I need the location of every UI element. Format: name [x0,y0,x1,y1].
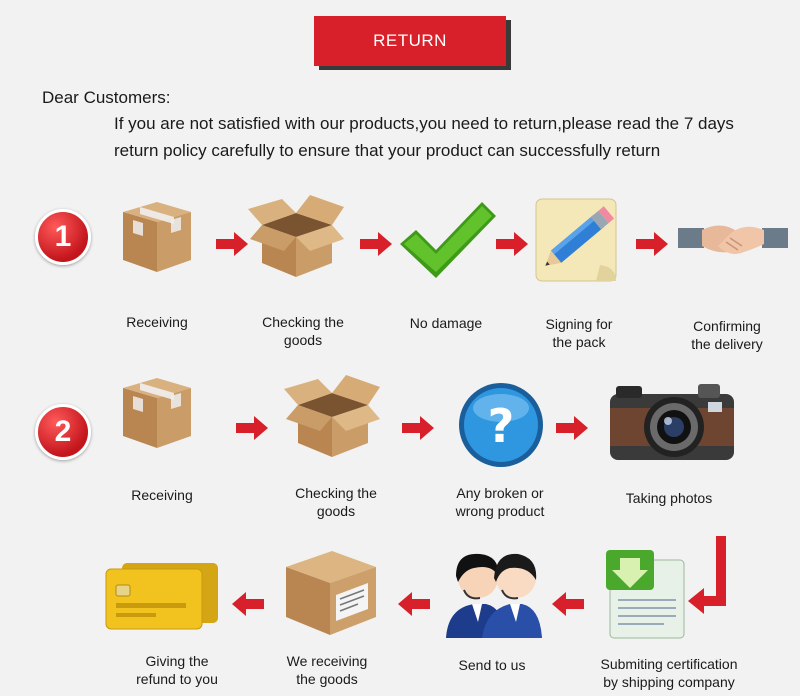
arrow-left-icon [398,592,430,616]
open-box-icon [284,365,384,461]
step-label: Receiving [126,313,187,331]
bent-arrow-down-left-icon [688,536,732,620]
handshake-icon [678,212,788,268]
intro-line-1: If you are not satisfied with our produc… [114,110,794,137]
support-agents-icon [444,542,544,638]
intro-line-2: return policy carefully to ensure that y… [114,137,794,164]
step-label: Send to us [459,656,526,674]
arrow-right-icon [636,232,668,256]
arrow-left-icon [552,592,584,616]
step-1-badge: 1 [35,209,91,265]
pencil-notepad-icon [530,195,622,285]
arrow-right-icon [216,232,248,256]
greeting-text: Dear Customers: [42,88,170,108]
arrow-right-icon [360,232,392,256]
step-label: No damage [410,314,482,332]
check-mark-icon [398,200,498,280]
step-2-badge: 2 [35,404,91,460]
svg-text:?: ? [488,399,515,453]
arrow-right-icon [236,416,268,440]
intro-text: If you are not satisfied with our produc… [114,110,794,164]
question-mark-icon: ? [456,380,546,470]
step-label: Taking photos [626,489,712,507]
labeled-box-icon [280,543,382,639]
arrow-right-icon [556,416,588,440]
arrow-left-icon [232,592,264,616]
sealed-box-icon [113,194,203,280]
bank-card-icon [102,555,222,631]
download-document-icon [604,548,692,640]
return-banner: RETURN [314,16,506,66]
camera-icon [608,382,736,464]
arrow-right-icon [402,416,434,440]
open-box-icon [248,185,348,281]
arrow-right-icon [496,232,528,256]
step-label: Receiving [131,486,192,504]
sealed-box-icon [113,370,203,456]
